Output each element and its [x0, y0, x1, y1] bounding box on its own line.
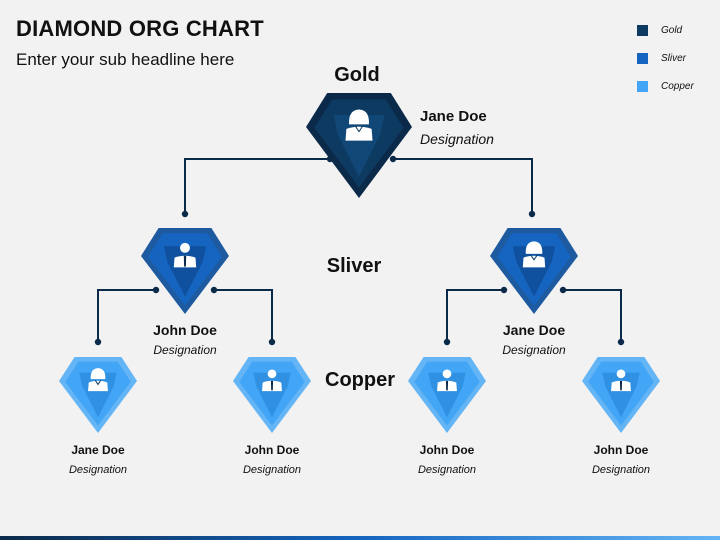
tier-label-copper: Copper	[325, 369, 395, 391]
diamond-gold	[306, 93, 412, 198]
legend-item-copper: Copper	[637, 72, 694, 100]
node-copper-4-designation: Designation	[591, 464, 651, 476]
legend-label-gold: Gold	[661, 24, 683, 36]
connector-dot	[617, 338, 625, 346]
woman-person-icon	[522, 241, 546, 268]
connector-dot	[443, 338, 451, 346]
tier-label-sliver: Sliver	[326, 255, 382, 277]
node-sliver-left-name: John Doe	[153, 322, 217, 338]
diamond-sliver-left	[141, 228, 229, 314]
connector-dot	[500, 286, 508, 294]
node-copper-1-name: Jane Doe	[71, 443, 125, 457]
legend-item-gold: Gold	[637, 16, 694, 44]
node-copper-1-designation: Designation	[68, 464, 128, 476]
connector-gold-right	[393, 158, 533, 214]
diamond-copper-1	[59, 357, 137, 433]
node-gold-name: Jane Doe	[420, 108, 487, 125]
connectors	[94, 155, 625, 346]
connector-dot	[528, 210, 536, 218]
node-gold-designation: Designation	[420, 131, 494, 147]
node-copper-2-designation: Designation	[242, 464, 302, 476]
connector-dot	[559, 286, 567, 294]
woman-person-icon	[345, 109, 373, 141]
legend: Gold Sliver Copper	[637, 16, 694, 100]
legend-label-copper: Copper	[661, 80, 694, 92]
man-person-icon	[262, 369, 282, 392]
connector-dot	[152, 286, 160, 294]
connector-dot	[181, 210, 189, 218]
bottom-accent-bar	[0, 536, 720, 540]
tier-label-gold: Gold	[334, 64, 380, 86]
node-sliver-right-name: Jane Doe	[502, 322, 566, 338]
diamond-copper-2	[233, 357, 311, 433]
connector-sliver-left-b	[214, 289, 273, 342]
node-copper-2-name: John Doe	[244, 443, 300, 457]
diamond-copper-3	[408, 357, 486, 433]
man-person-icon	[173, 242, 197, 268]
man-person-icon	[611, 369, 631, 392]
page-subtitle: Enter your sub headline here	[16, 50, 235, 69]
man-person-icon	[437, 369, 457, 392]
connector-dot	[94, 338, 102, 346]
connector-sliver-right-b	[563, 289, 622, 342]
diamonds	[59, 93, 660, 433]
connector-dot	[389, 155, 397, 163]
woman-person-icon	[88, 368, 108, 392]
page-title: DIAMOND ORG CHART	[16, 16, 264, 41]
node-copper-3-designation: Designation	[417, 464, 477, 476]
node-sliver-left-designation: Designation	[153, 343, 217, 357]
connector-dot	[210, 286, 218, 294]
connector-gold-left	[184, 158, 330, 214]
legend-swatch-gold	[637, 24, 648, 36]
connector-sliver-left-a	[97, 289, 156, 342]
diamond-sliver-right	[490, 228, 578, 314]
connector-dot	[268, 338, 276, 346]
connector-sliver-right-a	[446, 289, 504, 342]
legend-item-sliver: Sliver	[637, 44, 694, 72]
legend-label-sliver: Sliver	[661, 52, 687, 64]
diamond-copper-4	[582, 357, 660, 433]
node-copper-3-name: John Doe	[419, 443, 475, 457]
legend-swatch-sliver	[637, 52, 648, 64]
node-sliver-right-designation: Designation	[502, 343, 566, 357]
legend-swatch-copper	[637, 80, 648, 92]
node-copper-4-name: John Doe	[593, 443, 649, 457]
